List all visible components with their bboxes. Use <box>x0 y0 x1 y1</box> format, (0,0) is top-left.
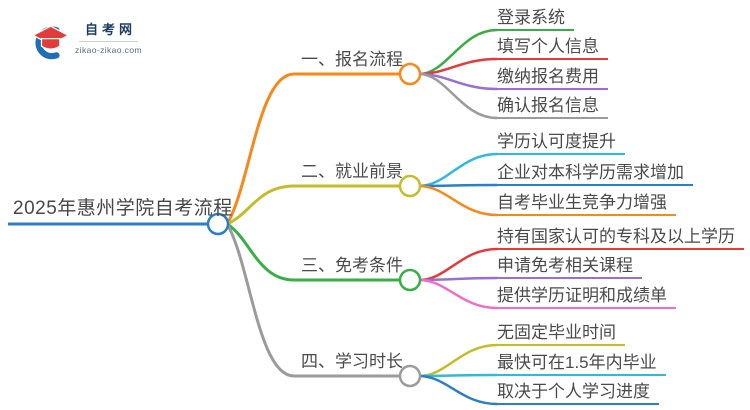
logo-title: 自考网 <box>78 22 138 42</box>
root-node-label: 2025年惠州学院自考流程 <box>13 198 233 219</box>
child-connector <box>417 72 499 120</box>
site-logo: 自考网 zikao-zikao.com <box>29 21 142 63</box>
child-connector <box>417 247 499 282</box>
child-connector <box>417 152 499 188</box>
child-node-label: 自考毕业生竞争力增强 <box>495 192 676 216</box>
child-connector <box>417 374 499 406</box>
child-node-label: 提供学历证明和成绩单 <box>495 285 676 309</box>
child-node-label: 登录系统 <box>495 7 574 31</box>
logo-domain: zikao-zikao.com <box>75 45 142 55</box>
branch-node-label: 四、学习时长 <box>301 352 403 371</box>
child-node-label: 最快可在1.5年内毕业 <box>495 352 666 376</box>
child-node-label: 无固定毕业时间 <box>495 322 625 346</box>
child-connector <box>417 57 499 76</box>
child-node-label: 取决于个人学习进度 <box>495 381 659 405</box>
branch-node-circle <box>398 268 422 292</box>
branch-connector <box>225 222 403 282</box>
branch-connector <box>225 222 403 378</box>
branch-node-label: 三、免考条件 <box>301 256 403 275</box>
branch-node-circle <box>398 174 422 198</box>
child-node-label: 企业对本科学历需求增加 <box>495 162 693 186</box>
branch-connector <box>225 72 403 226</box>
branch-node-circle <box>398 62 422 86</box>
child-connector <box>417 183 499 188</box>
child-connector <box>417 28 499 76</box>
child-node-label: 学历认可度提升 <box>495 131 625 155</box>
child-connector <box>417 343 499 378</box>
branch-node-circle <box>398 364 422 388</box>
child-connector <box>417 373 499 378</box>
child-node-label: 确认报名信息 <box>495 95 608 119</box>
child-node-label: 持有国家认可的专科及以上学历 <box>495 226 744 250</box>
child-connector <box>417 278 499 310</box>
child-node-label: 填写个人信息 <box>495 36 608 60</box>
branch-connector <box>225 184 403 226</box>
graduation-cap-icon <box>31 25 69 60</box>
child-node-label: 申请免考相关课程 <box>495 255 642 279</box>
child-node-label: 缴纳报名费用 <box>495 66 608 90</box>
branch-node-label: 一、报名流程 <box>301 50 403 69</box>
root-node-circle <box>206 212 230 236</box>
child-connector <box>417 184 499 217</box>
branch-node-label: 二、就业前景 <box>301 162 403 181</box>
